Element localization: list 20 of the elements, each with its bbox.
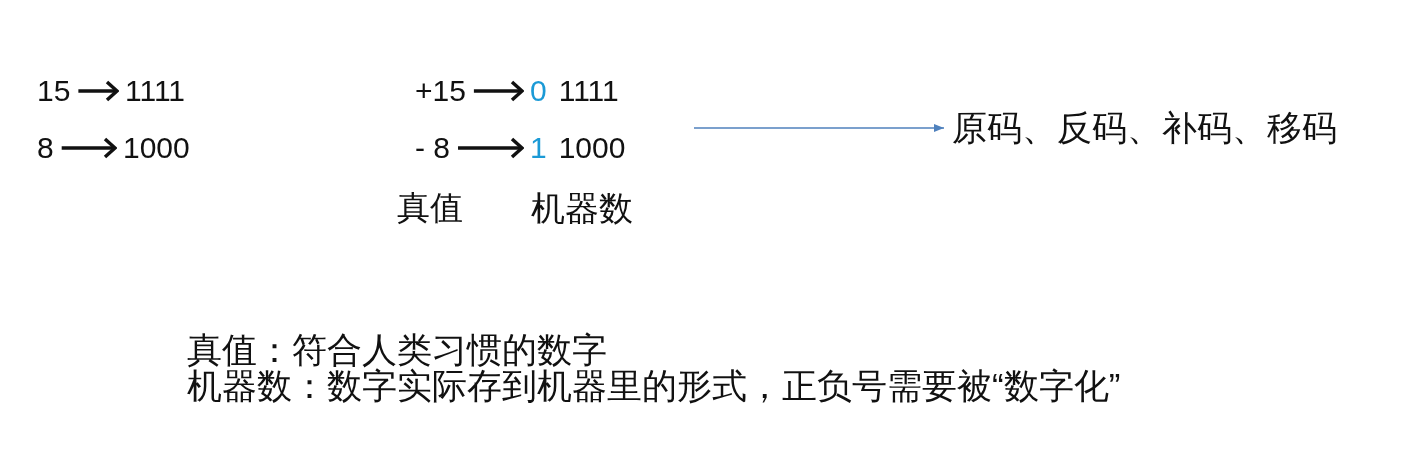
binary-number: 1111 xyxy=(125,73,186,109)
arrow xyxy=(458,137,524,159)
arrow xyxy=(78,80,119,102)
decimal-number: 8 xyxy=(37,130,54,166)
column-caption: 真值 xyxy=(397,188,463,228)
signed-number: - 8 xyxy=(415,130,450,166)
binary-number: 1000 xyxy=(558,130,626,166)
column-caption: 机器数 xyxy=(531,188,633,229)
definition-note: 机器数：数字实际存到机器里的形式，正负号需要被“数字化” xyxy=(187,368,1121,404)
arrow xyxy=(473,80,524,102)
sign-bit: 1 xyxy=(530,130,547,166)
decimal-number: 15 xyxy=(37,73,71,109)
signed-number: +15 xyxy=(415,73,466,109)
sign-bit: 0 xyxy=(530,73,547,109)
arrow xyxy=(61,137,117,159)
binary-number: 1000 xyxy=(123,130,190,166)
encoding-types-text: 原码、反码、补码、移码 xyxy=(952,107,1337,149)
arrow xyxy=(693,124,945,132)
definition-note: 真值：符合人类习惯的数字 xyxy=(187,332,607,368)
binary-number: 1111 xyxy=(558,73,619,109)
